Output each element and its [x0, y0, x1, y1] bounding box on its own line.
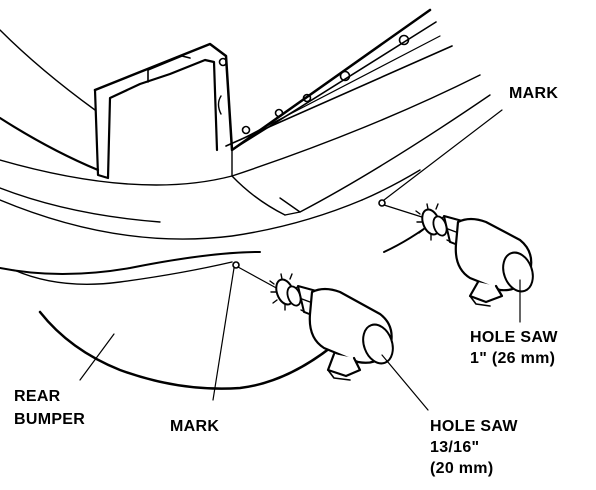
label-hole-saw-small-line1: HOLE SAW [430, 418, 518, 435]
label-rear-bumper-line2: BUMPER [14, 411, 85, 428]
leader-hole-saw-small [381, 354, 429, 411]
guide-line-top [383, 204, 426, 219]
hole-saw-small-drill [269, 273, 394, 381]
leader-mark-bottom [212, 267, 235, 401]
leader-rear-bumper [79, 333, 115, 381]
mounting-holes [217, 34, 410, 135]
hole-saw-large-drill [415, 203, 534, 307]
label-rear-bumper-line1: REAR [14, 388, 61, 405]
mark-point-top [378, 199, 386, 207]
label-hole-saw-large-line2: 1" (26 mm) [470, 350, 555, 367]
label-hole-saw-small-line2: 13/16" [430, 439, 479, 456]
guide-line-bottom [237, 266, 281, 291]
rear-bumper [0, 8, 491, 390]
mark-point-bottom [232, 261, 240, 269]
leader-mark-top [383, 109, 503, 201]
label-hole-saw-large-line1: HOLE SAW [470, 329, 558, 346]
label-hole-saw-small-line3: (20 mm) [430, 460, 493, 477]
label-mark-top: MARK [509, 85, 558, 102]
label-mark-bottom: MARK [170, 418, 219, 435]
